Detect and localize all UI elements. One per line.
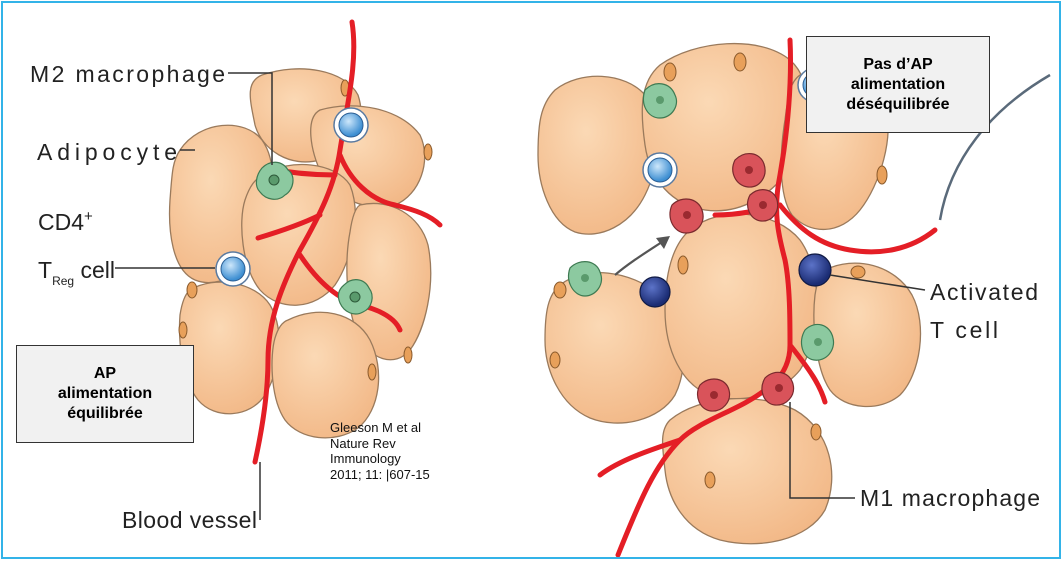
annotation-box-left: AP alimentation équilibrée (16, 345, 194, 443)
citation-line1: Gleeson M et al (330, 420, 470, 436)
activated-t-cell-icon (799, 254, 831, 286)
label-activated-t-cell-line2: T cell (930, 317, 998, 343)
adipocyte (665, 214, 817, 399)
box-left-line1: AP (58, 364, 152, 384)
box-right-line1: Pas d’AP (846, 55, 949, 75)
box-right-line3: déséquilibrée (846, 95, 949, 115)
label-blood-vessel: Blood vessel (122, 507, 257, 533)
label-m1-macrophage: M1 macrophage (860, 485, 1040, 511)
citation: Gleeson M et al Nature Rev Immunology 20… (330, 420, 470, 482)
citation-line3: Immunology (330, 451, 470, 467)
label-activated-t-cell-line1: Activated (930, 279, 1038, 305)
label-adipocyte: Adipocyte (37, 139, 177, 165)
box-left-line2: alimentation (58, 384, 152, 404)
left-tissue (170, 22, 440, 462)
adipocyte (538, 76, 658, 234)
adipocyte (663, 399, 832, 544)
activated-t-cell-icon (640, 277, 670, 307)
label-cd4: CD4+ (38, 208, 93, 235)
label-m2-macrophage: M2 macrophage (30, 61, 225, 87)
citation-line2: Nature Rev (330, 436, 470, 452)
box-right-line2: alimentation (846, 75, 949, 95)
box-left-line3: équilibrée (58, 404, 152, 424)
migration-arrow (615, 236, 670, 275)
citation-line4: 2011; 11: |607-15 (330, 467, 470, 483)
label-treg-cell: TReg cell (38, 257, 115, 288)
annotation-box-right: Pas d’AP alimentation déséquilibrée (806, 36, 990, 133)
